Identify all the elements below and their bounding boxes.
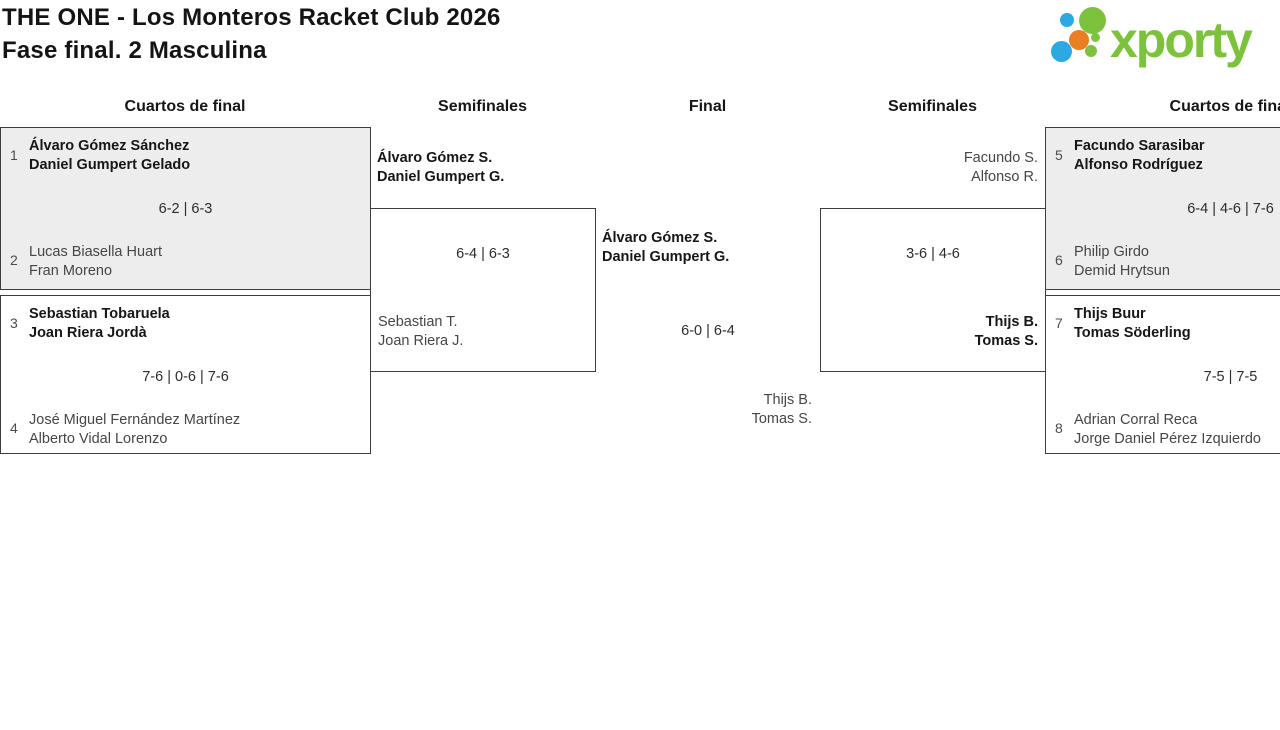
match-sf2: 3-6 | 4-6 Thijs B. Tomas S. [820, 208, 1046, 372]
match-score: 7-5 | 7-5 [1203, 369, 1258, 385]
team-name: José Miguel Fernández Martínez [29, 412, 241, 428]
seed-number: 6 [1055, 252, 1063, 268]
logo-dot-icon [1069, 30, 1089, 50]
team-pair-loser: Philip Girdo Demid Hrytsun [1074, 243, 1170, 281]
team-name: Facundo S. [963, 150, 1038, 166]
logo-dot-icon [1091, 33, 1100, 42]
seed-number: 3 [10, 315, 18, 331]
match-score: 6-4 | 4-6 | 7-6 [1187, 201, 1274, 217]
team-name: Jorge Daniel Pérez Izquierdo [1074, 431, 1261, 447]
team-name: Tomas S. [974, 333, 1038, 349]
team-pair-loser: Sebastian T. Joan Riera J. [378, 313, 463, 351]
team-name: Álvaro Gómez Sánchez [29, 138, 190, 154]
team-name: Facundo Sarasibar [1074, 138, 1205, 154]
team-pair-winner: Facundo Sarasibar Alfonso Rodríguez [1074, 137, 1205, 175]
sf1-winner-label: Álvaro Gómez S. Daniel Gumpert G. [377, 149, 504, 187]
team-name: Álvaro Gómez S. [602, 230, 718, 246]
final-loser-label: Thijs B. Tomas S. [595, 391, 812, 429]
logo-dot-icon [1051, 41, 1072, 62]
phase-subtitle: Fase final. 2 Masculina [2, 37, 267, 64]
team-pair-loser: Lucas Biasella Huart Fran Moreno [29, 243, 162, 281]
match-score: 6-2 | 6-3 [158, 201, 213, 217]
seed-number: 7 [1055, 315, 1063, 331]
team-pair-loser: José Miguel Fernández Martínez Alberto V… [29, 411, 240, 449]
team-name: Alfonso R. [971, 169, 1038, 185]
team-pair-loser: Adrian Corral Reca Jorge Daniel Pérez Iz… [1074, 411, 1261, 449]
match-sf1: 6-4 | 6-3 Sebastian T. Joan Riera J. [370, 208, 596, 372]
round-header-semis-right: Semifinales [888, 98, 977, 115]
logo-wordmark: xporty [1110, 12, 1253, 68]
xporty-logo: xporty [1048, 4, 1280, 68]
team-pair-winner: Álvaro Gómez Sánchez Daniel Gumpert Gela… [29, 137, 190, 175]
team-name: Joan Riera Jordà [29, 325, 147, 341]
team-name: Alfonso Rodríguez [1074, 157, 1203, 173]
team-name: Fran Moreno [29, 263, 113, 279]
team-name: Demid Hrytsun [1074, 263, 1170, 279]
team-name: Thijs Buur [1074, 306, 1146, 322]
team-name: Daniel Gumpert G. [377, 169, 505, 185]
team-name: Thijs B. [985, 314, 1038, 330]
match-qf3: 5 Facundo Sarasibar Alfonso Rodríguez 6-… [1045, 127, 1280, 290]
match-qf4: 7 Thijs Buur Tomas Söderling 7-5 | 7-5 8… [1045, 295, 1280, 454]
team-name: Lucas Biasella Huart [29, 244, 162, 260]
logo-dot-icon [1085, 45, 1097, 57]
match-score: 7-6 | 0-6 | 7-6 [142, 369, 229, 385]
team-name: Tomas S. [751, 411, 812, 427]
team-name: Sebastian T. [378, 314, 458, 330]
tournament-title: THE ONE - Los Monteros Racket Club 2026 [2, 4, 501, 31]
round-header-quarters-left: Cuartos de final [124, 98, 246, 115]
team-name: Adrian Corral Reca [1074, 412, 1198, 428]
seed-number: 1 [10, 147, 18, 163]
seed-number: 2 [10, 252, 18, 268]
team-name: Alberto Vidal Lorenzo [29, 431, 168, 447]
logo-dot-icon [1079, 7, 1106, 34]
match-qf1: 1 Álvaro Gómez Sánchez Daniel Gumpert Ge… [0, 127, 371, 290]
match-score: 3-6 | 4-6 [906, 246, 960, 262]
team-name: Daniel Gumpert G. [602, 249, 730, 265]
team-name: Tomas Söderling [1074, 325, 1191, 341]
team-name: Sebastian Tobaruela [29, 306, 170, 322]
page-title: THE ONE - Los Monteros Racket Club 2026 … [2, 1, 501, 67]
team-pair-winner: Thijs Buur Tomas Söderling [1074, 305, 1191, 343]
team-name: Daniel Gumpert Gelado [29, 157, 191, 173]
team-pair-winner: Sebastian Tobaruela Joan Riera Jordà [29, 305, 170, 343]
team-name: Philip Girdo [1074, 244, 1149, 260]
team-pair-winner: Thijs B. Tomas S. [975, 313, 1038, 351]
seed-number: 5 [1055, 147, 1063, 163]
team-name: Álvaro Gómez S. [377, 150, 493, 166]
match-score: 6-4 | 6-3 [456, 246, 510, 262]
seed-number: 4 [10, 420, 18, 436]
final-score: 6-0 | 6-4 [681, 323, 735, 339]
logo-dot-icon [1060, 13, 1074, 27]
round-header-final: Final [688, 98, 727, 115]
round-header-quarters-right: Cuartos de final [1169, 98, 1280, 115]
match-qf2: 3 Sebastian Tobaruela Joan Riera Jordà 7… [0, 295, 371, 454]
final-winner-label: Álvaro Gómez S. Daniel Gumpert G. [602, 229, 729, 267]
seed-number: 8 [1055, 420, 1063, 436]
team-name: Thijs B. [763, 392, 812, 408]
round-header-semis-left: Semifinales [438, 98, 527, 115]
team-name: Joan Riera J. [378, 333, 464, 349]
sf2-loser-label: Facundo S. Alfonso R. [820, 149, 1038, 187]
